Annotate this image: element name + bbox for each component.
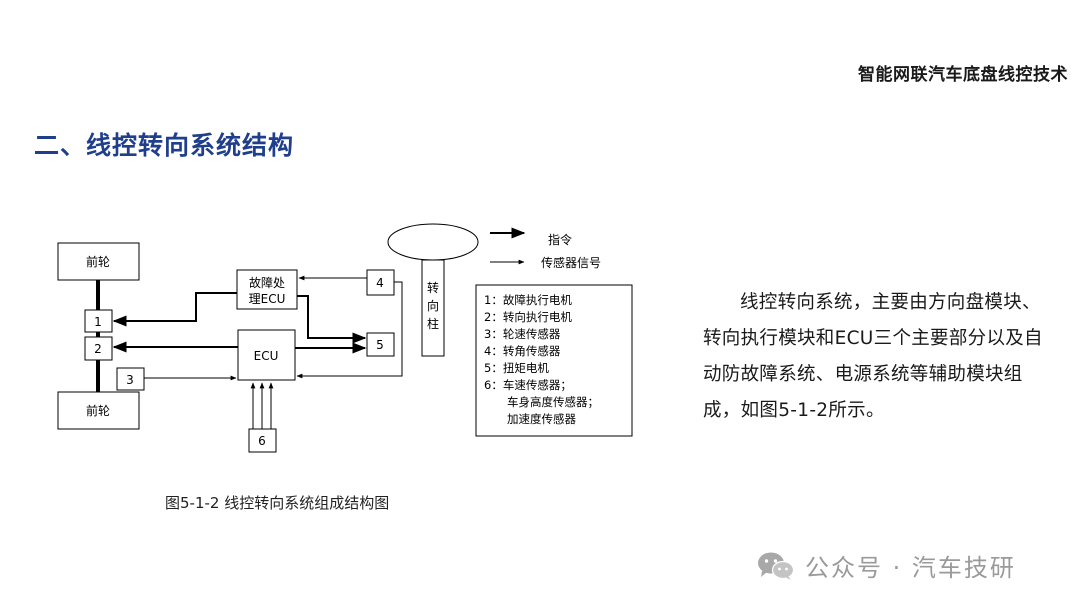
main-ecu-label: ECU: [254, 349, 279, 363]
component-5-label: 5: [376, 338, 384, 352]
legend-item-5: 5：扭矩电机: [484, 361, 549, 375]
component-5: 5: [366, 332, 395, 357]
steering-column-char-3: 柱: [427, 316, 439, 331]
description-paragraph: 线控转向系统，主要由方向盘模块、转向执行模块和ECU三个主要部分以及自动防故障系…: [703, 292, 1043, 421]
legend-item-4: 4：转角传感器: [484, 344, 561, 358]
component-6: 6: [248, 428, 277, 453]
legend-item-8: 加速度传感器: [507, 412, 576, 426]
front-wheel-top-label: 前轮: [86, 254, 110, 269]
fault-ecu-label-line1: 故障处: [249, 275, 285, 290]
fault-ecu: 故障处 理ECU: [236, 269, 298, 310]
link-fault-ecu-to-5: [297, 295, 367, 344]
legend-item-1: 1：故障执行电机: [484, 293, 572, 307]
legend-item-6: 6：车速传感器；: [484, 378, 572, 392]
fault-ecu-label-line2: 理ECU: [249, 292, 286, 306]
front-wheel-bottom-label: 前轮: [86, 403, 110, 418]
steering-column: 转 向 柱: [421, 259, 445, 357]
legend-item-7: 车身高度传感器；: [507, 395, 599, 409]
section-title: 二、线控转向系统结构: [34, 131, 295, 160]
component-1: 1: [84, 309, 113, 333]
component-3-label: 3: [126, 373, 134, 387]
wechat-icon: [758, 552, 795, 580]
main-ecu: ECU: [237, 329, 296, 381]
link-fault-ecu-to-1: [112, 292, 237, 327]
watermark-text: 公众号 · 汽车技研: [805, 554, 1016, 582]
component-2: 2: [84, 336, 113, 361]
front-wheel-top: 前轮: [57, 242, 140, 281]
arrow-key: 指令 传感器信号: [490, 227, 601, 270]
key-command-label: 指令: [548, 232, 572, 247]
component-4-label: 4: [376, 276, 384, 290]
link-column-to-ecu: [296, 281, 403, 379]
component-6-label: 6: [258, 434, 266, 448]
steering-column-char-1: 转: [427, 280, 439, 295]
legend-item-3: 3：轮速传感器: [484, 327, 561, 341]
key-sensor-label: 传感器信号: [541, 255, 601, 270]
front-wheel-bottom: 前轮: [57, 391, 140, 430]
steering-wheel: [387, 223, 479, 261]
figure-caption: 图5-1-2 线控转向系统组成结构图: [165, 494, 390, 512]
course-title: 智能网联汽车底盘线控技术: [858, 65, 1068, 85]
watermark: 公众号 · 汽车技研: [757, 548, 1016, 583]
component-1-label: 1: [94, 315, 102, 329]
component-3: 3: [116, 367, 145, 391]
legend: 1：故障执行电机 2：转向执行电机 3：轮速传感器 4：转角传感器 5：扭矩电机…: [475, 284, 633, 437]
component-2-label: 2: [94, 342, 102, 356]
legend-item-2: 2：转向执行电机: [484, 310, 572, 324]
component-4: 4: [366, 269, 395, 296]
steering-column-char-2: 向: [427, 298, 439, 313]
